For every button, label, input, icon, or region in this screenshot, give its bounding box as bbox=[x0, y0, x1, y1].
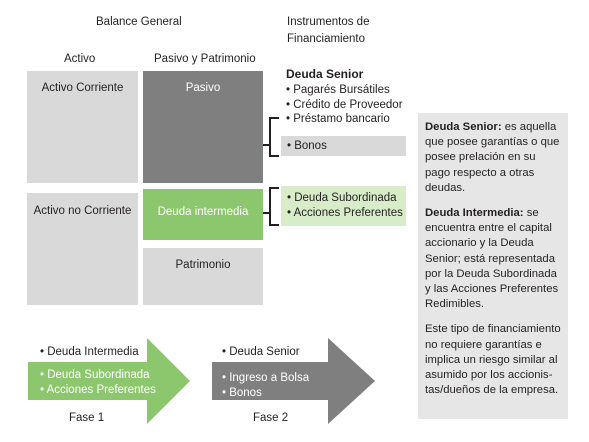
pasivo-box: Pasivo bbox=[143, 71, 263, 183]
deuda-intermedia-box: Deuda intermedia bbox=[143, 189, 263, 240]
senior-term: Deuda Senior: bbox=[425, 121, 502, 133]
activo-corriente-label: Activo Corriente bbox=[41, 82, 124, 94]
list-item: • Préstamo bancario bbox=[286, 113, 390, 125]
deuda-intermedia-label: Deuda intermedia bbox=[157, 206, 249, 218]
pasivo-label: Pasivo bbox=[185, 82, 221, 94]
intermediate-connector-line bbox=[263, 212, 271, 214]
list-item: • Deuda Subordinada bbox=[287, 192, 397, 204]
senior-definition-text: es aquella que posee garantías o que pos… bbox=[425, 121, 560, 194]
intermediate-instruments-box: • Deuda Subordinada • Acciones Preferent… bbox=[281, 186, 406, 226]
activo-no-corriente-label: Activo no Corriente bbox=[33, 205, 132, 217]
instruments-title-line1: Instrumentos de bbox=[287, 16, 370, 28]
intermedia-definition: Deuda Intermedia: se encuentra entre el … bbox=[425, 206, 562, 312]
senior-connector-line bbox=[263, 144, 271, 146]
pasivo-patrimonio-column-label: Pasivo y Patrimonio bbox=[154, 53, 256, 65]
senior-instruments-list: • Pagarés Bursátiles • Crédito de Provee… bbox=[286, 83, 403, 127]
senior-definition: Deuda Senior: es aquella que posee garan… bbox=[425, 120, 562, 196]
list-item: • Ingreso a Bolsa bbox=[222, 372, 310, 384]
phase1-items: • Deuda Subordinada • Acciones Preferent… bbox=[40, 368, 156, 397]
instruments-title-line2: Financiamiento bbox=[287, 33, 365, 45]
patrimonio-label: Patrimonio bbox=[175, 259, 231, 271]
phase2-header: • Deuda Senior bbox=[222, 346, 300, 358]
list-item: • Acciones Preferentes bbox=[40, 383, 156, 396]
list-item: • Deuda Subordinada bbox=[40, 369, 150, 381]
intermedia-definition-text: se encuentra entre el capital accionario… bbox=[425, 207, 559, 311]
phase1-arrow bbox=[28, 338, 190, 424]
phase1-label: Fase 1 bbox=[69, 412, 105, 424]
deuda-senior-heading: Deuda Senior bbox=[286, 67, 364, 81]
activo-no-corriente-box: Activo no Corriente bbox=[27, 193, 138, 305]
patrimonio-box: Patrimonio bbox=[143, 248, 263, 305]
bonos-box: • Bonos bbox=[281, 136, 406, 156]
senior-bracket-bottom bbox=[269, 155, 279, 157]
list-item: • Bonos bbox=[222, 386, 262, 399]
list-item: • Pagarés Bursátiles bbox=[286, 84, 390, 96]
activo-corriente-box: Activo Corriente bbox=[27, 71, 138, 183]
explanation-panel: Deuda Senior: es aquella que posee garan… bbox=[418, 113, 568, 419]
list-item: • Acciones Preferentes bbox=[287, 206, 403, 219]
list-item: • Crédito de Proveedor bbox=[286, 98, 403, 111]
phase2-arrow bbox=[212, 338, 375, 424]
senior-bracket-top bbox=[269, 117, 279, 119]
intermediate-bracket-bottom bbox=[269, 224, 279, 226]
intermedia-term: Deuda Intermedia: bbox=[425, 207, 524, 220]
financing-note: Este tipo de financiamiento no requiere … bbox=[425, 323, 561, 397]
phase2-label: Fase 2 bbox=[253, 412, 289, 424]
intermediate-bracket-vertical bbox=[269, 187, 271, 226]
senior-bracket-vertical bbox=[269, 117, 271, 157]
phase-arrows bbox=[28, 338, 375, 424]
intermediate-bracket-top bbox=[269, 187, 279, 189]
phase2-items: • Ingreso a Bolsa • Bonos bbox=[222, 371, 309, 400]
activo-column-label: Activo bbox=[64, 53, 96, 65]
phase1-header: • Deuda Intermedia bbox=[40, 346, 139, 358]
balance-general-title: Balance General bbox=[96, 16, 182, 28]
bonos-label: • Bonos bbox=[287, 140, 327, 152]
